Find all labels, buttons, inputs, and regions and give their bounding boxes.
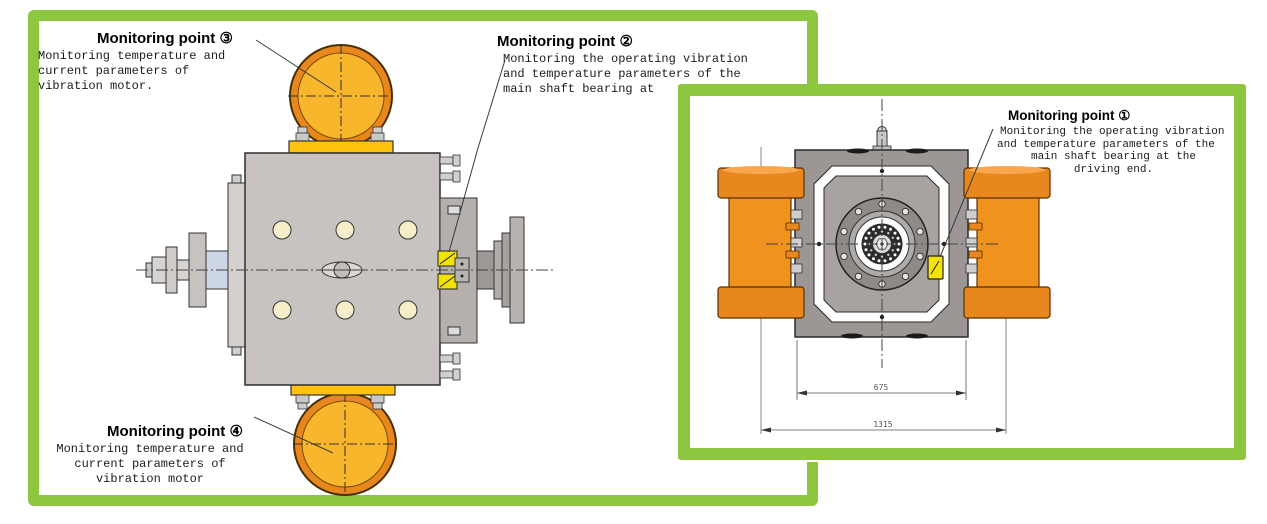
monitoring-point-4-line: current parameters of (74, 457, 226, 471)
monitoring-point-2-line: main shaft bearing at (503, 82, 655, 96)
monitoring-point-1-line: and temperature parameters of the (997, 138, 1215, 151)
monitoring-point-2-label: Monitoring point ② Monitoring the operat… (497, 32, 748, 97)
monitoring-point-4-line: vibration motor (95, 472, 205, 486)
monitoring-point-2-line: Monitoring the operating vibration (503, 52, 748, 66)
monitoring-point-1-line: Monitoring the operating vibration (1000, 126, 1225, 138)
right-panel-frame (678, 84, 1246, 460)
monitoring-point-1-title: Monitoring point ① (1008, 108, 1131, 123)
monitoring-point-1-line: main shaft bearing at the (1030, 151, 1197, 163)
monitoring-point-2-title: Monitoring point ② (497, 33, 633, 50)
monitoring-point-1-line: driving end. (1073, 163, 1154, 176)
monitoring-point-2-line: and temperature parameters of the (503, 67, 741, 81)
monitoring-point-3-line: vibration motor. (38, 79, 154, 93)
monitoring-point-3-line: Monitoring temperature and (38, 49, 226, 63)
monitoring-point-3-line: current parameters of (38, 64, 190, 78)
monitoring-point-3-label: Monitoring point ③ Monitoring temperatur… (38, 29, 233, 94)
monitoring-point-4-title: Monitoring point ④ (107, 423, 243, 440)
monitoring-point-3-title: Monitoring point ③ (97, 30, 233, 47)
monitoring-point-4-label: Monitoring point ④ Monitoring temperatur… (35, 422, 265, 487)
monitoring-point-4-line: Monitoring temperature and (56, 442, 244, 456)
monitoring-point-1-label: Monitoring point ① Monitoring the operat… (995, 108, 1232, 176)
